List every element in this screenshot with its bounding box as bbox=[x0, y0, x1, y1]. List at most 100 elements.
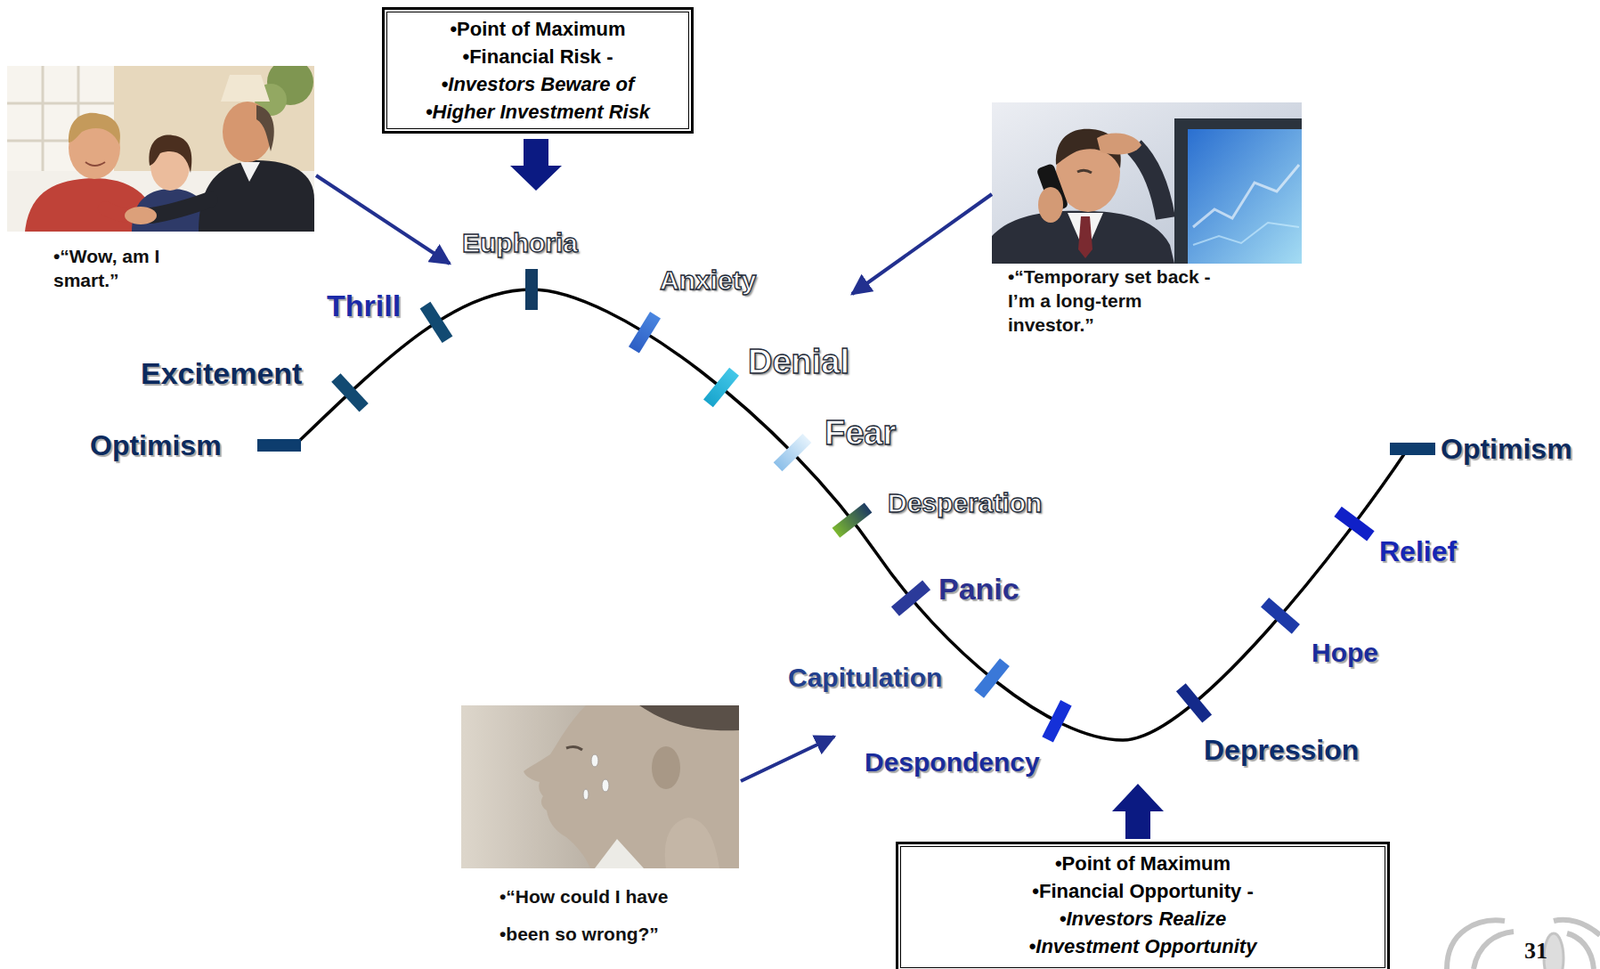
emotion-label: Thrill bbox=[326, 288, 401, 324]
emotion-label: Euphoria bbox=[462, 227, 578, 260]
cycle-curve bbox=[295, 289, 1408, 740]
photo-phone-part bbox=[1174, 118, 1302, 264]
photo-phone bbox=[991, 102, 1302, 264]
photo-crying-part bbox=[594, 838, 644, 869]
callout-box: •Point of Maximum•Financial Opportunity … bbox=[895, 841, 1390, 969]
callout-line: •Financial Opportunity - bbox=[1031, 877, 1253, 905]
photo-phone-part bbox=[1038, 186, 1064, 223]
photo-handshake-part bbox=[7, 65, 315, 232]
callout-line: •Point of Maximum bbox=[1055, 849, 1231, 878]
pointer-arrow bbox=[316, 175, 450, 264]
emotion-label: Anxiety bbox=[659, 265, 756, 297]
curve-tick-part bbox=[773, 433, 813, 472]
emotion-label: Optimism bbox=[89, 429, 222, 463]
quote-text: •“Wow, am I smart.” bbox=[53, 243, 201, 293]
photo-phone-part bbox=[991, 211, 1175, 264]
logo-part bbox=[1553, 919, 1600, 935]
emotion-label: Excitement bbox=[140, 356, 302, 391]
photo-crying bbox=[461, 705, 740, 869]
curve-tick bbox=[331, 373, 369, 412]
curve-tick-part bbox=[974, 657, 1010, 699]
photo-handshake bbox=[7, 65, 315, 232]
photo-handshake-part bbox=[151, 199, 211, 216]
emotion-label: Optimism bbox=[1440, 432, 1573, 466]
logo-part bbox=[1567, 933, 1594, 969]
curve-tick bbox=[974, 657, 1010, 699]
curve-tick-part bbox=[891, 580, 931, 617]
emotion-label: Desperation bbox=[887, 487, 1042, 520]
photo-crying-part bbox=[651, 746, 681, 789]
emotion-label: Despondency bbox=[864, 747, 1040, 779]
quote-text: •been so wrong?” bbox=[499, 921, 659, 946]
photo-phone-part bbox=[991, 102, 1302, 264]
callout-line: •Higher Investment Risk bbox=[425, 97, 650, 126]
curve-tick-part bbox=[525, 268, 538, 310]
curve-tick bbox=[257, 438, 301, 452]
photo-crying-part bbox=[566, 746, 583, 750]
curve-tick bbox=[703, 367, 740, 407]
pointer-arrow bbox=[740, 736, 835, 781]
callout-line: •Investors Beware of bbox=[441, 70, 635, 98]
callout-line: •Investors Realize bbox=[1059, 904, 1227, 933]
curve-tick bbox=[1333, 506, 1374, 542]
curve-tick bbox=[891, 580, 931, 617]
emotion-label: Capitulation bbox=[787, 662, 943, 694]
logo-part bbox=[1473, 931, 1514, 969]
photo-handshake-part bbox=[85, 162, 106, 166]
quote-text: •“How could I have bbox=[499, 884, 668, 909]
curve-tick bbox=[1260, 597, 1300, 634]
photo-handshake-part bbox=[124, 206, 157, 225]
photo-phone-part bbox=[1096, 132, 1142, 155]
callout-line: •Investment Opportunity bbox=[1029, 932, 1258, 960]
curve-tick-part bbox=[1176, 682, 1212, 723]
photo-phone-part bbox=[1193, 222, 1300, 245]
page-number: 31 bbox=[1524, 937, 1548, 965]
photo-handshake-part bbox=[68, 113, 121, 145]
curve-tick-part bbox=[420, 301, 454, 343]
photo-crying-part bbox=[583, 788, 589, 800]
photo-phone-part bbox=[1193, 164, 1300, 228]
curve-tick-part bbox=[628, 311, 661, 354]
photo-crying-part bbox=[461, 705, 740, 869]
curve-tick bbox=[420, 301, 454, 343]
curve-tick bbox=[832, 502, 873, 537]
photo-phone-part bbox=[1187, 129, 1302, 264]
curve-tick-part bbox=[832, 502, 873, 537]
photo-phone-part bbox=[1077, 170, 1092, 173]
curve-tick-part bbox=[331, 373, 369, 412]
emotion-label: Fear bbox=[824, 414, 896, 454]
photo-phone-part bbox=[1078, 216, 1093, 259]
emotion-label: Hope bbox=[1311, 637, 1379, 669]
curve-tick-part bbox=[1041, 699, 1072, 742]
photo-crying-part bbox=[665, 817, 720, 869]
photo-crying-part bbox=[591, 754, 599, 767]
curve-tick bbox=[1176, 682, 1212, 723]
photo-handshake-part bbox=[240, 162, 260, 182]
photo-phone-part bbox=[1134, 146, 1166, 219]
photo-crying-part bbox=[601, 779, 610, 792]
callout-line: •Financial Risk - bbox=[462, 42, 613, 71]
photo-handshake-part bbox=[148, 135, 192, 173]
emotion-label: Panic bbox=[938, 571, 1020, 607]
curve-tick bbox=[1041, 699, 1072, 742]
photo-crying-part bbox=[639, 705, 740, 731]
emotion-label: Denial bbox=[747, 342, 850, 382]
curve-tick bbox=[1389, 442, 1436, 455]
callout-line: •Point of Maximum bbox=[449, 15, 626, 43]
block-arrow bbox=[510, 138, 562, 191]
curve-tick bbox=[525, 268, 538, 310]
block-arrow bbox=[1112, 783, 1164, 839]
emotion-label: Relief bbox=[1379, 535, 1457, 569]
curve-tick bbox=[628, 311, 661, 354]
quote-text: •“Temporary set back - I’m a long-term i… bbox=[1007, 264, 1227, 337]
emotion-label: Depression bbox=[1203, 733, 1359, 767]
photo-crying-part bbox=[523, 705, 740, 869]
photo-handshake-part bbox=[256, 105, 275, 152]
pointer-arrow bbox=[852, 194, 992, 294]
photo-handshake-part bbox=[220, 74, 270, 102]
curve-tick-part bbox=[703, 367, 740, 407]
logo bbox=[1446, 919, 1600, 969]
curve-tick-part bbox=[1260, 597, 1300, 634]
